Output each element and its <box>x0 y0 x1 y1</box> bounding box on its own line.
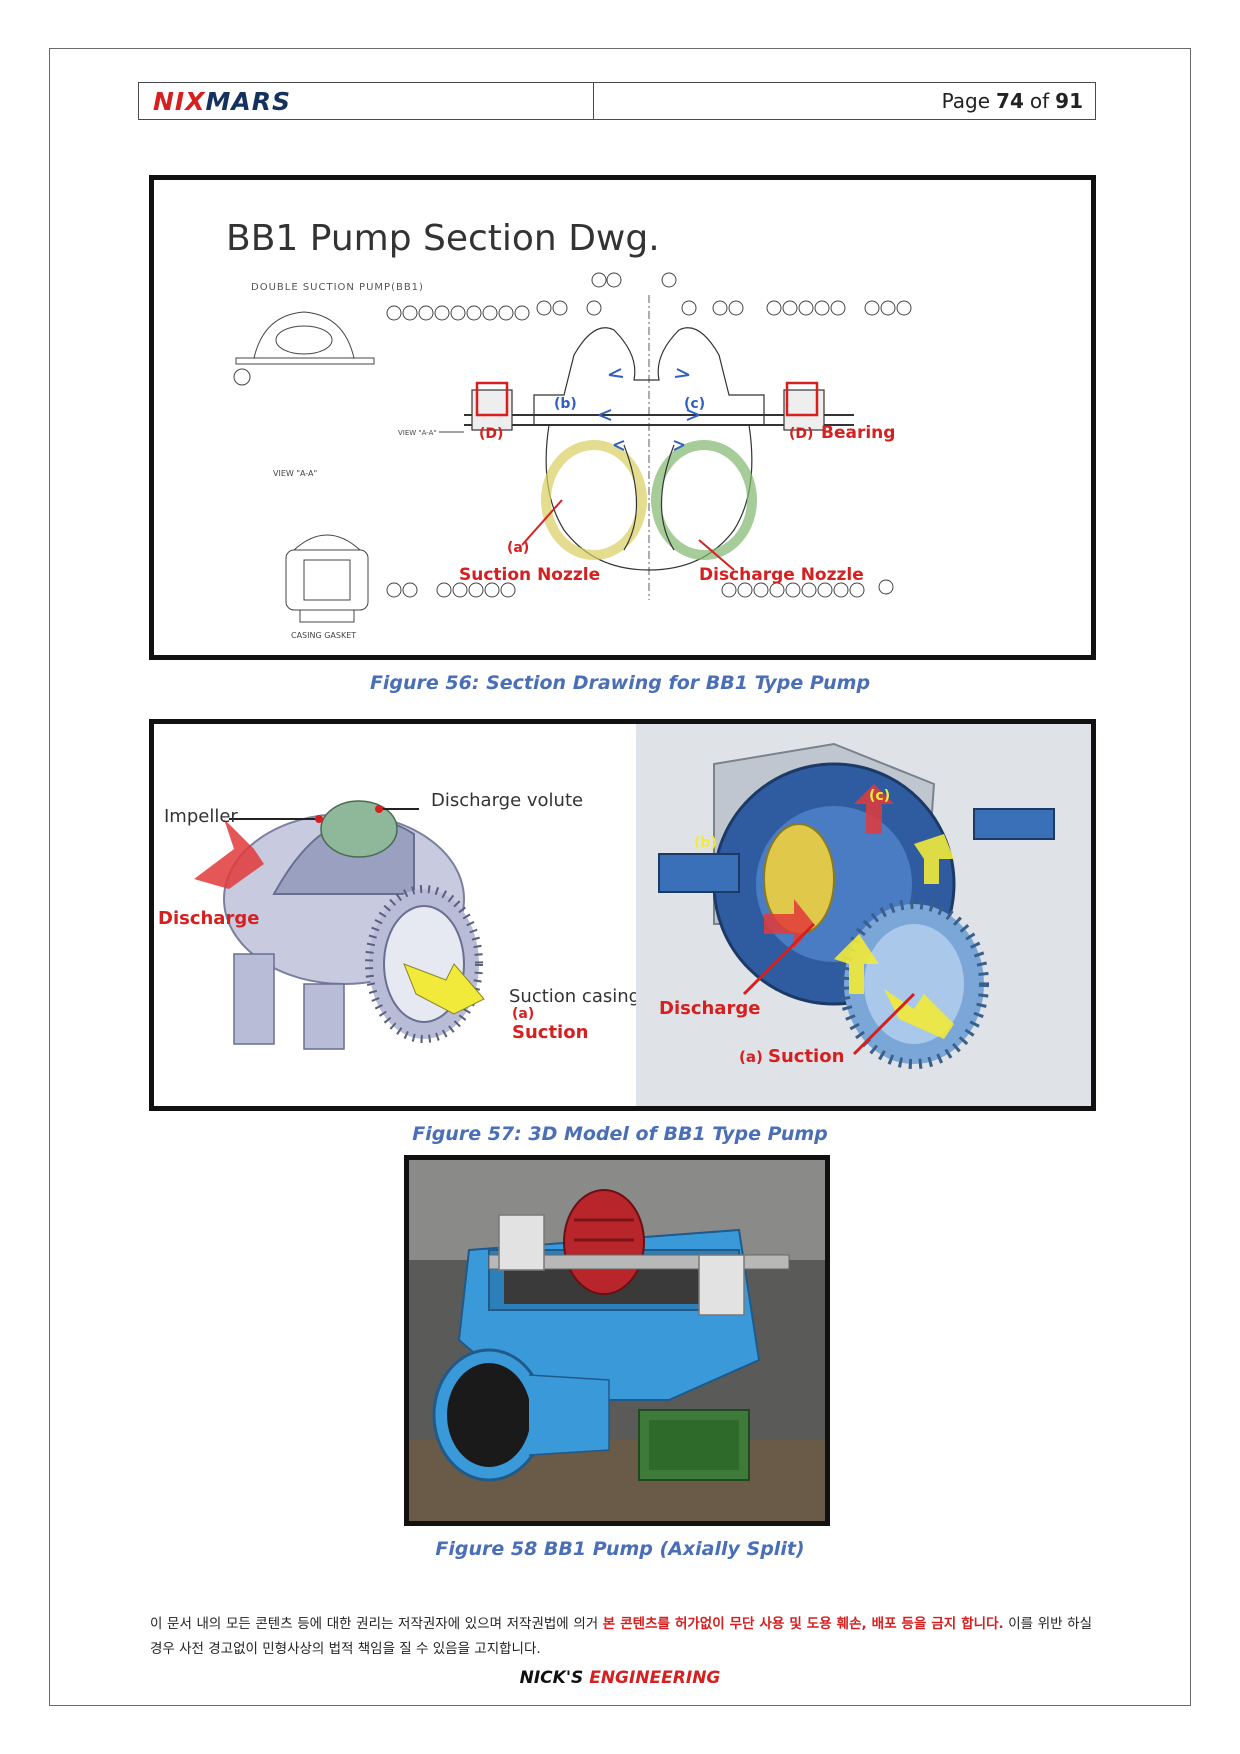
bearing-marker-right <box>785 381 819 417</box>
page-frame <box>49 48 1191 1706</box>
section-drawing-svg: BB1 Pump Section Dwg. DOUBLE SUCTION PUM… <box>154 180 1091 655</box>
discharge-volute-label: Discharge volute <box>431 790 583 811</box>
notice-text-2: 이를 위반 하실 경우 사전 경고없이 민형사상의 법적 책임을 질 수 있음을… <box>150 1616 1092 1657</box>
label-a: (a) <box>507 540 529 556</box>
left-discharge-label: Discharge <box>158 908 259 929</box>
left-suction-label: Suction <box>512 1022 588 1043</box>
gasket-label: CASING GASKET <box>291 631 356 640</box>
copyright-notice: 이 문서 내의 모든 콘텐츠 등에 대한 권리는 저작권자에 있으며 저작권법에… <box>150 1612 1092 1662</box>
label-b: (b) <box>554 396 577 412</box>
page-number: Page 74 of 91 <box>594 83 1095 119</box>
view-aa-detail <box>233 311 375 386</box>
page-prefix: Page <box>941 89 991 113</box>
figure-57-caption: Figure 57: 3D Model of BB1 Type Pump <box>412 1123 828 1145</box>
3d-model-svg: Impeller Discharge volute Discharge Suct… <box>154 724 1091 1106</box>
right-label-b: (b) <box>694 835 717 851</box>
axially-split-pump-photo <box>409 1160 825 1521</box>
sheet-title: DOUBLE SUCTION PUMP(BB1) <box>251 282 424 293</box>
main-section-drawing <box>464 295 854 600</box>
brand-nicks: NICK'S <box>519 1668 584 1688</box>
impeller-label: Impeller <box>164 806 238 827</box>
view-arrow-label: VIEW "A-A" <box>398 429 437 437</box>
figure-58-caption: Figure 58 BB1 Pump (Axially Split) <box>435 1538 805 1560</box>
slide-title: BB1 Pump Section Dwg. <box>226 218 660 259</box>
nixmars-logo: NIXMARS <box>153 89 291 114</box>
notice-warning: 본 콘텐츠를 허가없이 무단 사용 및 도용 훼손, 배포 등을 금지 합니다. <box>602 1616 1004 1632</box>
right-label-c: (c) <box>869 788 890 804</box>
left-label-a: (a) <box>512 1006 534 1022</box>
discharge-nozzle-label: Discharge Nozzle <box>699 565 864 585</box>
right-discharge-label: Discharge <box>659 998 760 1019</box>
suction-casing-label: Suction casing <box>509 986 640 1007</box>
right-suction-label: Suction <box>768 1046 844 1067</box>
casing-gasket-detail <box>285 534 369 623</box>
bearing-marker-left <box>475 381 509 417</box>
logo-mars: MARS <box>205 86 291 116</box>
right-3d-pump-model <box>658 742 1055 1069</box>
figure-56-section-drawing: BB1 Pump Section Dwg. DOUBLE SUCTION PUM… <box>149 175 1096 660</box>
view-aa-label: VIEW "A-A" <box>273 469 317 478</box>
callouts-bottom <box>386 579 894 598</box>
suction-nozzle-label: Suction Nozzle <box>459 565 600 585</box>
brand-engineering: ENGINEERING <box>589 1668 721 1688</box>
page-total: 91 <box>1055 89 1083 113</box>
right-label-a: (a) <box>739 1048 763 1066</box>
callouts-top <box>386 272 912 321</box>
label-c: (c) <box>684 396 705 412</box>
page-of: of <box>1029 89 1050 113</box>
page-current: 74 <box>996 89 1024 113</box>
label-d-left: (D) <box>479 426 503 442</box>
figure-56-caption: Figure 56: Section Drawing for BB1 Type … <box>369 672 871 694</box>
page-header: NIXMARS Page 74 of 91 <box>138 82 1096 120</box>
figure-58-photo <box>404 1155 830 1526</box>
footer-brand: NICK'S ENGINEERING <box>0 1668 1240 1688</box>
bearing-label: Bearing <box>821 423 895 443</box>
left-3d-pump-model <box>194 800 485 1050</box>
notice-text-1: 이 문서 내의 모든 콘텐츠 등에 대한 권리는 저작권자에 있으며 저작권법에… <box>150 1616 603 1632</box>
logo-nix: NIX <box>153 86 206 116</box>
label-d-right: (D) <box>789 426 813 442</box>
figure-57-3d-model: Impeller Discharge volute Discharge Suct… <box>149 719 1096 1111</box>
flow-arrows <box>598 368 700 451</box>
header-logo-cell: NIXMARS <box>139 83 594 119</box>
